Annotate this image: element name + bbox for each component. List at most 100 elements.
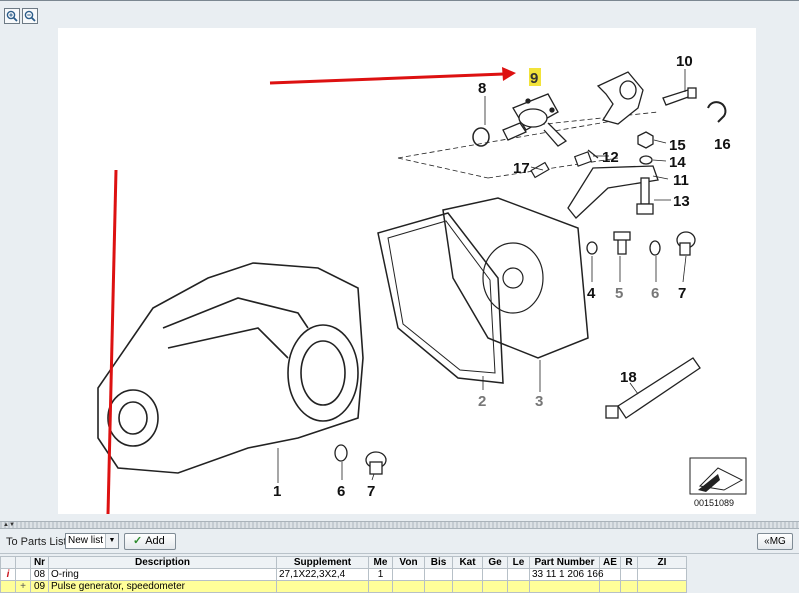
col-header-me[interactable]: Me — [368, 556, 393, 569]
callout-10: 10 — [676, 53, 693, 70]
col-header-part-number[interactable]: Part Number — [529, 556, 600, 569]
parts-list-select[interactable]: New list ▼ — [65, 533, 119, 549]
callout-4: 4 — [587, 285, 596, 302]
callout-9: 9 — [530, 70, 538, 87]
cell-r — [620, 568, 638, 581]
cell-von — [392, 580, 425, 593]
cell-ge — [482, 580, 508, 593]
col-header-bis[interactable]: Bis — [424, 556, 453, 569]
zoom-out-icon — [24, 10, 36, 22]
cell-le — [507, 580, 530, 593]
col-header-r[interactable]: R — [620, 556, 638, 569]
callout-17: 17 — [513, 160, 530, 177]
differential-housing-part — [97, 262, 364, 474]
parts-table: Nr Description Supplement Me Von Bis Kat… — [0, 556, 687, 593]
col-header-von[interactable]: Von — [392, 556, 425, 569]
cell-nr: 08 — [30, 568, 49, 581]
cell-ge — [482, 568, 508, 581]
clip-part — [707, 101, 727, 123]
cell-part-number — [529, 580, 600, 593]
col-header-expand — [15, 556, 31, 569]
col-header-ae[interactable]: AE — [599, 556, 621, 569]
mounting-bracket-part — [567, 165, 659, 219]
callout-13: 13 — [673, 193, 690, 210]
to-parts-list-label: To Parts List — [6, 536, 67, 548]
splitter-arrows-icon[interactable]: ▲▼ — [3, 522, 15, 528]
add-button[interactable]: ✓Add — [124, 533, 176, 550]
col-header-supplement[interactable]: Supplement — [276, 556, 369, 569]
bolt-part — [662, 87, 697, 106]
table-row[interactable]: + 09 Pulse generator, speedometer — [0, 580, 687, 593]
parts-diagram-viewer[interactable]: 9 8 10 15 16 14 12 17 11 13 4 5 6 7 18 2… — [58, 28, 756, 515]
cell-description: Pulse generator, speedometer — [48, 580, 277, 593]
cell-kat — [452, 568, 483, 581]
callout-6-bottom: 6 — [337, 483, 345, 500]
cell-nr: 09 — [30, 580, 49, 593]
mg-button[interactable]: «MG — [757, 533, 793, 550]
gasket-part — [377, 212, 504, 384]
parts-list-select-value: New list — [68, 535, 104, 546]
callout-1: 1 — [273, 483, 281, 500]
connector-part — [530, 149, 599, 179]
table-row[interactable]: i 08 O-ring 27,1X22,3X2,4 1 33 11 1 206 … — [0, 568, 687, 581]
col-header-le[interactable]: Le — [507, 556, 530, 569]
cell-ae — [599, 580, 621, 593]
add-button-label: Add — [145, 535, 165, 547]
housing-cover-part — [442, 197, 589, 359]
clamp-bracket-part — [596, 71, 644, 125]
callout-14: 14 — [669, 154, 686, 171]
zoom-out-button[interactable] — [22, 8, 38, 24]
o-ring-part — [472, 127, 490, 147]
red-annotation-arrows — [106, 67, 516, 515]
cell-bis — [424, 580, 453, 593]
table-header-row: Nr Description Supplement Me Von Bis Kat… — [0, 556, 687, 569]
cell-zi — [637, 568, 687, 581]
cell-kat — [452, 580, 483, 593]
cell-me: 1 — [368, 568, 393, 581]
cell-part-number: 33 11 1 206 166 — [529, 568, 604, 581]
callout-labels[interactable]: 9 8 10 15 16 14 12 17 11 13 4 5 6 7 18 2… — [273, 53, 731, 500]
top-border — [0, 0, 799, 1]
info-icon[interactable]: i — [0, 568, 16, 581]
parts-toolbar: To Parts List New list ▼ ✓Add «MG — [0, 529, 799, 554]
callout-8: 8 — [478, 80, 486, 97]
info-icon — [0, 580, 16, 593]
col-header-icon — [0, 556, 16, 569]
expand-icon[interactable]: + — [15, 580, 31, 593]
zoom-toolbar — [4, 8, 38, 24]
exploded-diagram: 9 8 10 15 16 14 12 17 11 13 4 5 6 7 18 2… — [97, 53, 747, 515]
callout-7-bottom: 7 — [367, 483, 375, 500]
expand-cell — [15, 568, 31, 581]
nut-part — [637, 131, 654, 149]
cell-zi — [637, 580, 687, 593]
mg-button-label: «MG — [764, 536, 786, 547]
cell-bis — [424, 568, 453, 581]
cell-r — [620, 580, 638, 593]
col-header-zi[interactable]: ZI — [637, 556, 687, 569]
callout-2: 2 — [478, 393, 486, 410]
cell-von — [392, 568, 425, 581]
cell-description: O-ring — [48, 568, 277, 581]
col-header-description[interactable]: Description — [48, 556, 277, 569]
cell-supplement: 27,1X22,3X2,4 — [276, 568, 369, 581]
pane-splitter[interactable]: ▲▼ — [0, 521, 799, 529]
callout-6: 6 — [651, 285, 659, 302]
col-header-kat[interactable]: Kat — [452, 556, 483, 569]
callout-18: 18 — [620, 369, 637, 386]
cell-me — [368, 580, 393, 593]
washer-part — [639, 155, 653, 165]
zoom-in-button[interactable] — [4, 8, 20, 24]
col-header-nr[interactable]: Nr — [30, 556, 49, 569]
checkmark-icon: ✓ — [133, 535, 143, 547]
sealant-tube-part — [605, 357, 701, 419]
diagram-code-box: 00151089 — [689, 457, 747, 508]
callout-7: 7 — [678, 285, 686, 302]
callout-16: 16 — [714, 136, 731, 153]
callout-11: 11 — [673, 172, 689, 189]
callout-15: 15 — [669, 137, 686, 154]
cell-le — [507, 568, 530, 581]
pulse-generator-part — [502, 93, 568, 147]
callout-12: 12 — [602, 149, 619, 166]
col-header-ge[interactable]: Ge — [482, 556, 508, 569]
bracket-bolt-part — [636, 177, 654, 215]
